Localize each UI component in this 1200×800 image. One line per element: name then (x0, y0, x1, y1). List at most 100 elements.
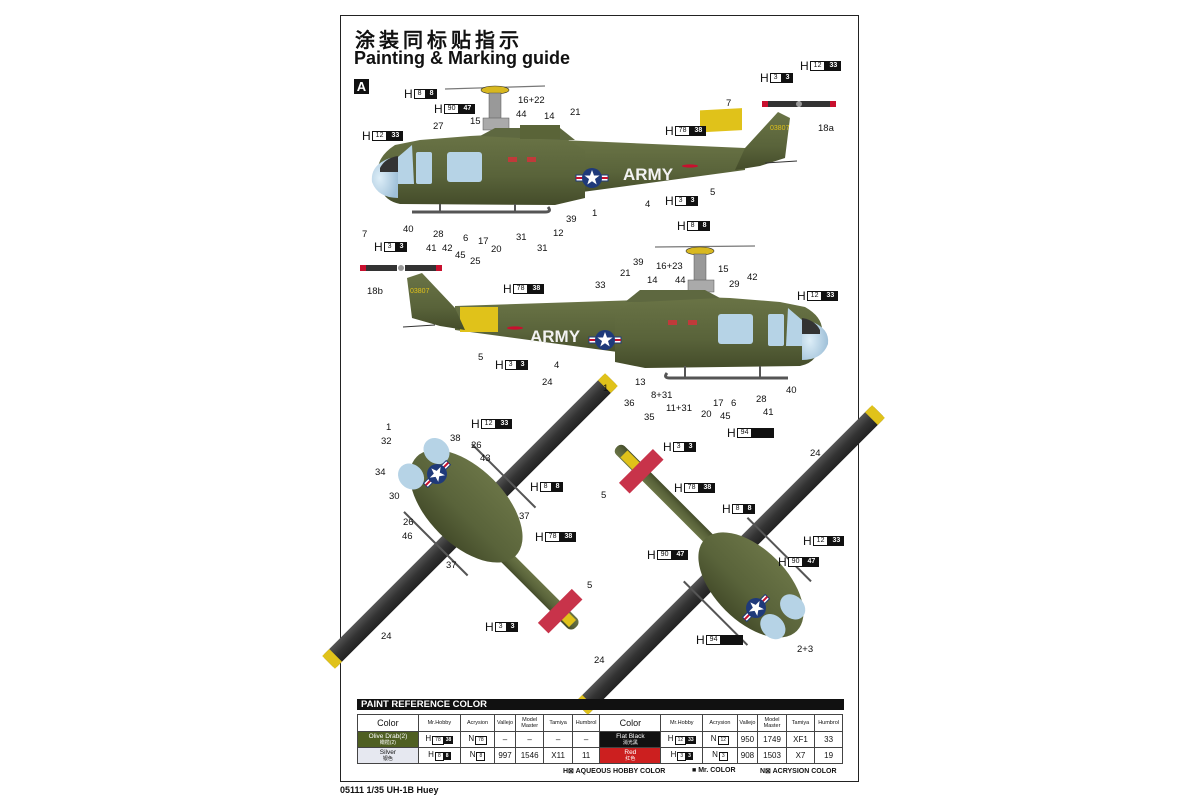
callout: 14 (544, 111, 555, 122)
col-vallejo: Vallejo (494, 714, 516, 732)
svg-text:03807: 03807 (770, 125, 790, 132)
col-vallejo: Vallejo (736, 714, 759, 732)
callout: 40 (786, 385, 797, 396)
vallejo-code: 950 (736, 731, 759, 748)
callout: 7 (362, 229, 368, 240)
callout: 44 (675, 275, 686, 286)
col-mrhobby: Mr.Hobby (417, 714, 461, 732)
title-chinese: 涂装同标贴指示 (355, 28, 523, 52)
callout: 26 (403, 517, 414, 528)
bottom-view (575, 405, 885, 715)
callout: 37 (519, 511, 530, 522)
side-view-right: ARMY 03807 (360, 245, 829, 380)
callout: 30 (389, 491, 400, 502)
callout: 15 (470, 116, 481, 127)
callout: 16+23 (656, 261, 683, 272)
col-tamiya: Tamiya (543, 714, 573, 732)
callout: 41 (763, 407, 774, 418)
callout: 17 (478, 236, 489, 247)
svg-text:ARMY: ARMY (530, 327, 581, 346)
vallejo-code: – (494, 731, 516, 748)
tamiya-code: – (543, 731, 573, 748)
tamiya-code: X11 (543, 747, 573, 764)
col-humbrol: Humbrol (814, 714, 843, 732)
callout: 46 (402, 531, 413, 542)
col-tamiya: Tamiya (785, 714, 816, 732)
callout: 1 (592, 208, 598, 219)
callout: 38 (450, 433, 461, 444)
callout: 28 (433, 229, 444, 240)
col-acrysion: Acrysion (702, 714, 738, 732)
callout: 24 (542, 377, 553, 388)
legend-acrysion: N⊠ ACRYSION COLOR (760, 768, 837, 775)
callout: 42 (442, 243, 453, 254)
col-color: Color (357, 714, 419, 732)
callout: 43 (480, 453, 491, 464)
callout: 5 (587, 580, 593, 591)
callout: 21 (570, 107, 581, 118)
callout: 44 (516, 109, 527, 120)
callout: 5 (710, 187, 716, 198)
callout: 45 (720, 411, 731, 422)
color-swatch-olive-drab: Olive Drab(2)橄榄(2) (357, 731, 419, 748)
callout: 5 (601, 490, 607, 501)
callout: 37 (446, 560, 457, 571)
paint-reference-heading: PAINT REFERENCE COLOR (357, 699, 844, 710)
callout: 18b (367, 286, 383, 297)
callout: 36 (624, 398, 635, 409)
vallejo-code: 908 (736, 747, 759, 764)
callout: 8+31 (651, 390, 673, 401)
model-master-code: 1749 (757, 731, 787, 748)
callout: 20 (491, 244, 502, 255)
callout: 41 (426, 243, 437, 254)
humbrol-code: 19 (814, 747, 843, 764)
callout: 26 (471, 440, 482, 451)
callout: 31 (516, 232, 527, 243)
humbrol-code: 11 (571, 747, 601, 764)
callout: 20 (701, 409, 712, 420)
callout: 25 (470, 256, 481, 267)
callout: 2+3 (797, 644, 814, 655)
callout: 24 (810, 448, 821, 459)
callout: 32 (381, 436, 392, 447)
callout: 1 (603, 383, 609, 394)
model-master-code: – (514, 731, 545, 748)
tamiya-code: X7 (785, 747, 816, 764)
svg-text:03807: 03807 (410, 288, 430, 295)
callout: 1 (386, 422, 392, 433)
callout: 11+31 (666, 403, 692, 414)
vallejo-code: 997 (494, 747, 516, 764)
callout: 5 (478, 352, 484, 363)
callout: 15 (718, 264, 729, 275)
callout: 4 (645, 199, 651, 210)
callout: 6 (463, 233, 469, 244)
model-master-code: 1503 (757, 747, 787, 764)
callout: 7 (726, 98, 732, 109)
top-view (322, 373, 618, 669)
